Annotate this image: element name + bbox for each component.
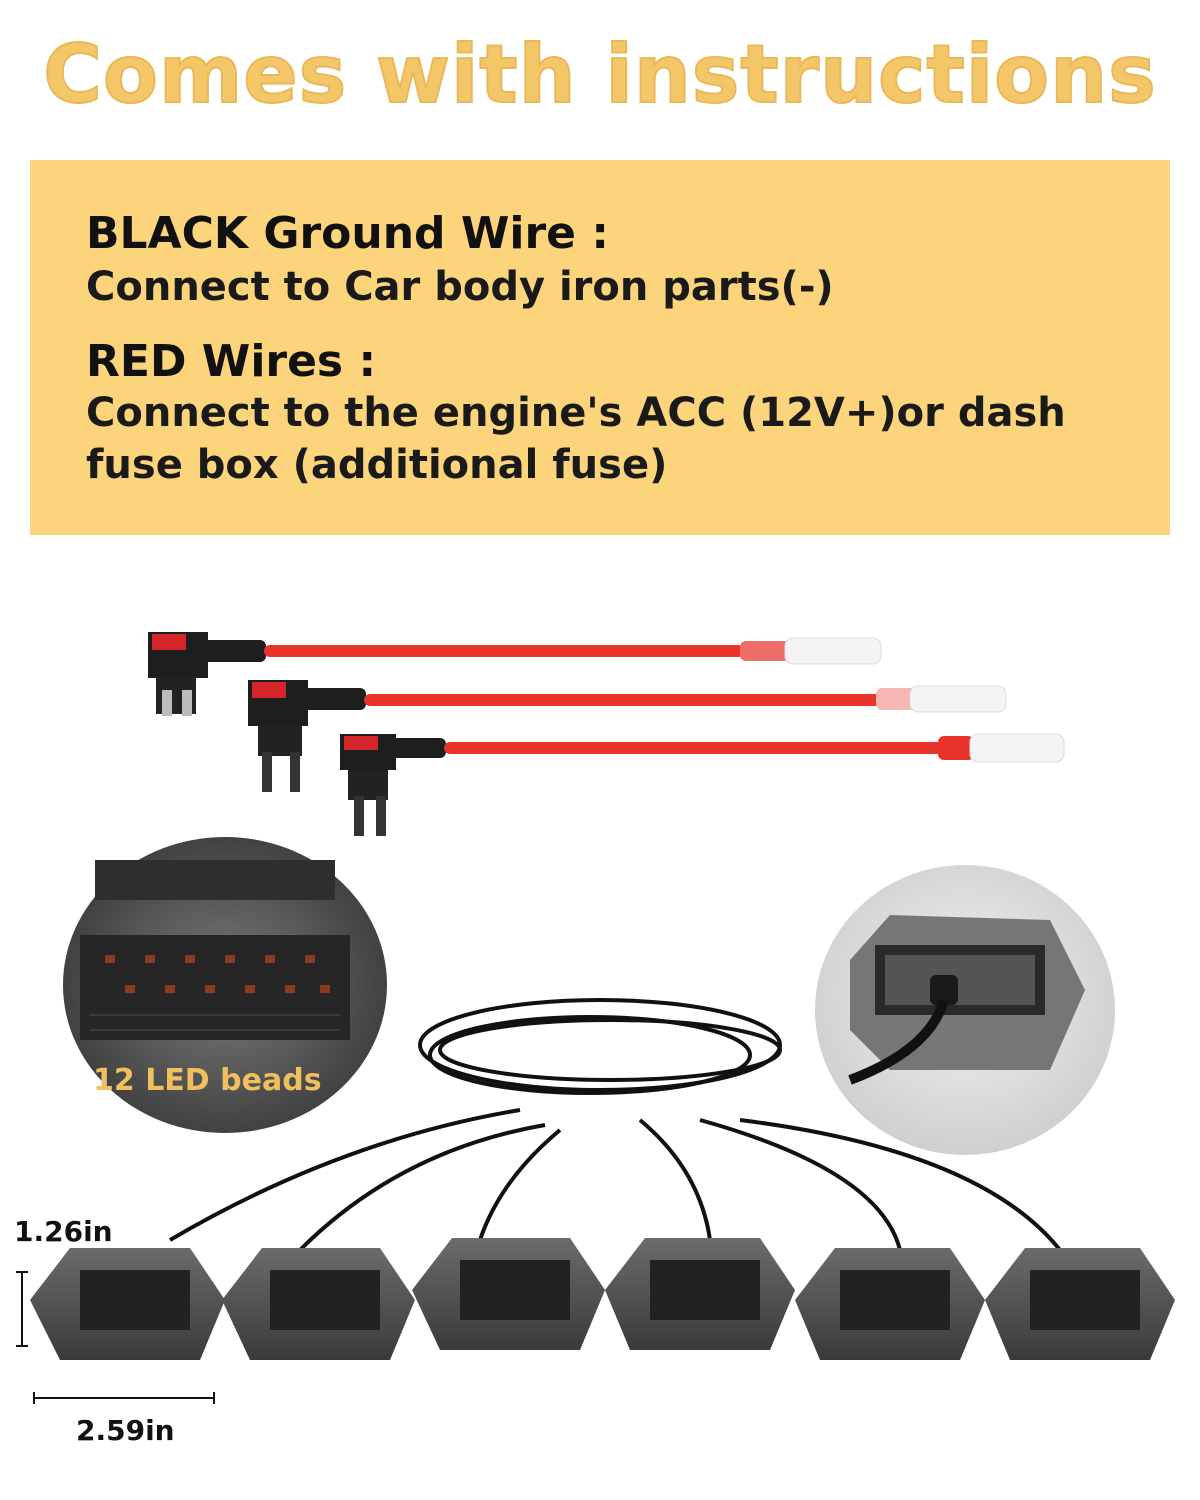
connector-zoom	[815, 865, 1115, 1155]
instructions-panel: BLACK Ground Wire : Connect to Car body …	[30, 160, 1170, 535]
led-light-1	[30, 1248, 225, 1360]
product-photo	[16, 632, 1175, 1404]
led-lights	[30, 1238, 1175, 1360]
led-light-4	[605, 1238, 795, 1350]
led-light-3	[412, 1238, 605, 1350]
red-wire-heading: RED Wires :	[86, 336, 377, 387]
dimension-lines	[16, 1271, 215, 1404]
wire-bundle	[168, 998, 1062, 1252]
led-beads-label: 12 LED beads	[93, 1063, 322, 1098]
led-light-5	[795, 1248, 985, 1360]
black-wire-instruction: Connect to Car body iron parts(-)	[86, 264, 834, 310]
led-light-2	[222, 1248, 415, 1360]
fuse-tap-2	[248, 680, 1007, 792]
led-beads-zoom	[63, 837, 387, 1133]
red-wire-instruction-line-2: fuse box (additional fuse)	[86, 442, 668, 488]
fuse-tap-3	[340, 733, 1065, 836]
fuse-tap-harnesses	[148, 632, 1065, 836]
headline: Comes with instructions	[42, 27, 1157, 122]
fuse-tap-1	[148, 632, 882, 716]
height-dimension-label: 1.26in	[14, 1215, 113, 1248]
red-wire-instruction-line-1: Connect to the engine's ACC (12V+)or das…	[86, 390, 1066, 436]
width-dimension-label: 2.59in	[76, 1414, 175, 1447]
led-light-6	[985, 1248, 1175, 1360]
black-wire-heading: BLACK Ground Wire :	[86, 208, 609, 259]
